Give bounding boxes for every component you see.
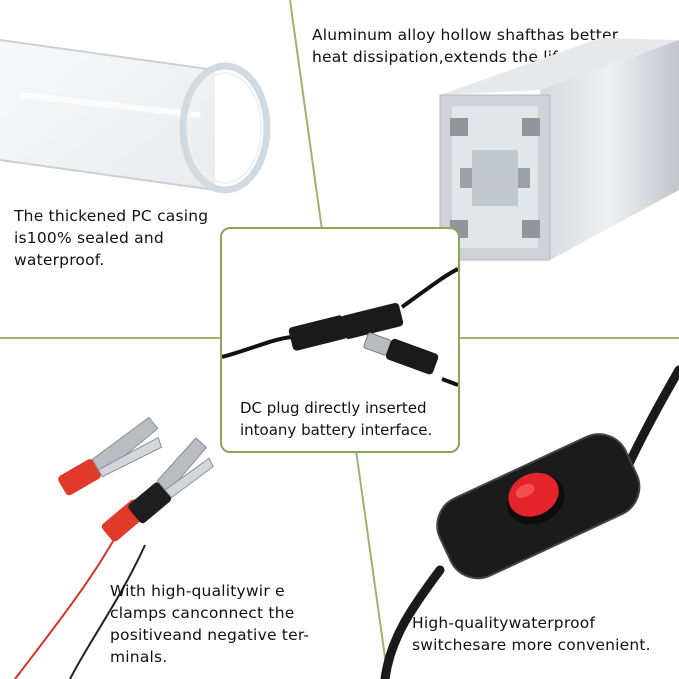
pc-casing-line-1: The thickened PC casing	[14, 207, 209, 225]
switch-line-2: switchesare more convenient.	[412, 636, 651, 654]
clamps-line-2: clamps canconnect the	[110, 604, 295, 622]
clamps-line-4: minals.	[110, 648, 168, 666]
switch-line-1: High-qualitywaterproof	[412, 614, 596, 632]
dc-cable-image	[222, 267, 458, 387]
pc-casing-line-3: waterproof.	[14, 251, 105, 269]
alligator-clips-image	[14, 416, 214, 679]
dc-plug-line-2: intoany battery interface.	[240, 421, 433, 439]
switch-panel: High-qualitywaterproof switchesare more …	[360, 340, 679, 679]
clamps-panel: With high-qualitywir e clamps canconnect…	[0, 340, 360, 679]
pc-casing-line-2: is100% sealed and	[14, 229, 164, 247]
dc-plug-panel: DC plug directly inserted intoany batter…	[220, 227, 460, 453]
aluminum-profile-image	[439, 38, 679, 261]
pc-tube-image	[0, 39, 271, 194]
rocker-switch-image	[380, 365, 679, 679]
aluminum-line-1: Aluminum alloy hollow shafthas better	[312, 26, 619, 44]
dc-plug-line-1: DC plug directly inserted	[240, 399, 427, 417]
pc-casing-panel: The thickened PC casing is100% sealed an…	[0, 0, 300, 336]
clamps-line-1: With high-qualitywir e	[110, 582, 285, 600]
aluminum-panel: Aluminum alloy hollow shafthas better he…	[300, 0, 679, 336]
clamps-line-3: positiveand negative ter-	[110, 626, 310, 644]
